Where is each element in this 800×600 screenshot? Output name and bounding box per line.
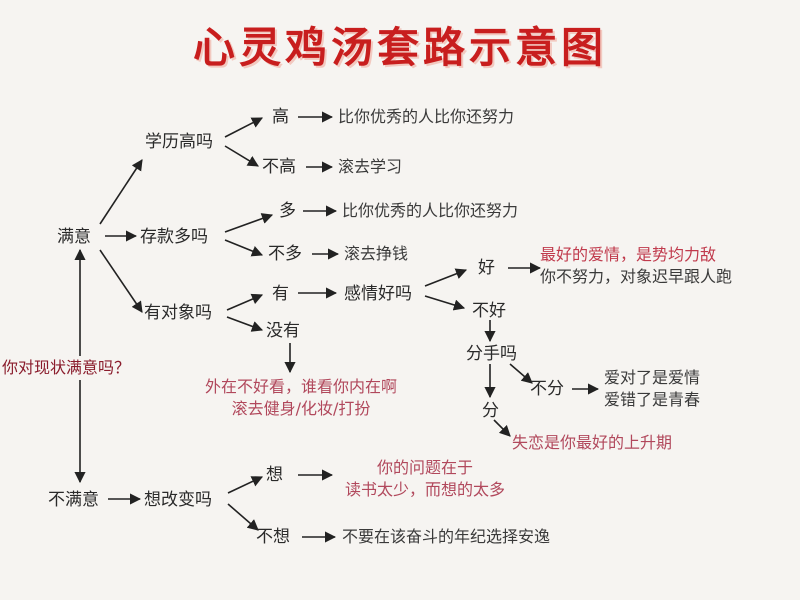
change-yes-result-line1: 你的问题在于 xyxy=(376,458,473,477)
arrow-partner-no xyxy=(226,316,264,332)
arrow-education-not-high xyxy=(224,145,259,167)
arrow-partner-yes xyxy=(226,293,264,311)
node-satisfied: 满意 xyxy=(57,227,91,247)
node-partner-yes: 有 xyxy=(272,284,289,304)
node-breakup-yes: 分 xyxy=(482,401,499,421)
node-not-satisfied: 不满意 xyxy=(48,490,99,510)
node-sav-many-result: 比你优秀的人比你还努力 xyxy=(342,201,519,220)
node-relationship: 感情好吗 xyxy=(344,284,412,304)
node-partner-no-result: 外在不好看，谁看你内在啊 滚去健身/化妆/打扮 xyxy=(176,376,426,420)
node-root: 你对现状满意吗？ xyxy=(2,358,131,377)
partner-no-result-line2: 滚去健身/化妆/打扮 xyxy=(231,399,371,418)
node-edu-not-high: 不高 xyxy=(262,157,296,177)
node-savings: 存款多吗 xyxy=(140,227,208,247)
node-partner-no: 没有 xyxy=(266,321,300,341)
arrow-satisfied-partner xyxy=(99,249,143,313)
node-rel-good-result: 最好的爱情，是势均力敌 你不努力，对象迟早跟人跑 xyxy=(540,244,732,288)
breakup-no-result-line2: 爱错了是青春 xyxy=(604,390,701,409)
arrow-education-high xyxy=(224,117,263,138)
node-partner: 有对象吗 xyxy=(144,303,212,323)
arrow-change-no xyxy=(227,503,259,531)
node-breakup-yes-result: 失恋是你最好的上升期 xyxy=(512,433,673,452)
breakup-no-result-line1: 爱对了是爱情 xyxy=(604,368,701,387)
node-sav-many: 多 xyxy=(279,201,296,221)
node-breakup: 分手吗 xyxy=(466,344,517,364)
page-title: 心灵鸡汤套路示意图 xyxy=(192,23,607,72)
change-yes-result-line2: 读书太少，而想的太多 xyxy=(344,480,505,499)
node-change-yes-result: 你的问题在于 读书太少，而想的太多 xyxy=(320,457,530,501)
arrow-breakup-yes-result xyxy=(493,419,511,437)
node-rel-good: 好 xyxy=(478,258,495,278)
node-change: 想改变吗 xyxy=(144,490,212,510)
node-breakup-no: 不分 xyxy=(530,379,564,399)
arrow-savings-few xyxy=(224,239,264,257)
node-change-no: 不想 xyxy=(256,527,290,547)
node-edu-high: 高 xyxy=(272,107,289,127)
rel-good-result-line2: 你不努力，对象迟早跟人跑 xyxy=(540,267,733,286)
node-sav-few-result: 滚去挣钱 xyxy=(344,244,409,263)
arrow-satisfied-education xyxy=(99,159,143,225)
arrow-savings-many xyxy=(224,213,274,233)
node-breakup-no-result: 爱对了是爱情 爱错了是青春 xyxy=(604,367,700,411)
rel-good-result-line1: 最好的爱情，是势均力敌 xyxy=(540,245,717,264)
node-edu-not-high-result: 滚去学习 xyxy=(338,157,403,176)
node-education: 学历高吗 xyxy=(145,132,213,152)
arrow-relationship-good xyxy=(424,268,468,287)
partner-no-result-line1: 外在不好看，谁看你内在啊 xyxy=(204,377,397,396)
node-change-yes: 想 xyxy=(266,465,283,485)
node-rel-bad: 不好 xyxy=(472,301,506,321)
arrow-breakup-no xyxy=(509,363,533,384)
node-edu-high-result: 比你优秀的人比你还努力 xyxy=(338,107,515,126)
node-sav-few: 不多 xyxy=(268,244,302,264)
arrow-relationship-bad xyxy=(424,295,466,311)
node-change-no-result: 不要在该奋斗的年纪选择安逸 xyxy=(342,527,551,546)
arrow-change-yes xyxy=(227,476,264,494)
